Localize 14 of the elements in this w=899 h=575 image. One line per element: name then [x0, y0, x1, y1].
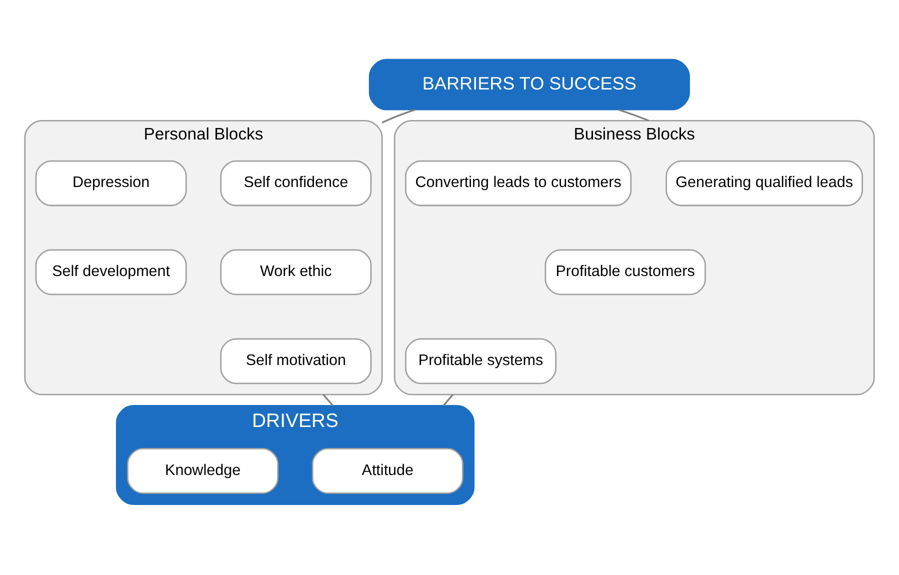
connector: [322, 394, 334, 406]
node-box: Self motivation: [220, 338, 372, 384]
node-box: Depression: [35, 160, 187, 206]
node-box: BARRIERS TO SUCCESS: [368, 58, 690, 110]
node-box: Self confidence: [220, 160, 372, 206]
node-box: Attitude: [312, 448, 464, 494]
node-box: Work ethic: [220, 249, 372, 296]
node-box: Knowledge: [127, 448, 279, 494]
node-box: Self development: [35, 249, 187, 296]
node-box: Profitable systems: [405, 338, 557, 384]
node-box: Converting leads to customers: [405, 160, 632, 206]
node-box: Generating qualified leads: [666, 160, 863, 206]
node-box: Profitable customers: [544, 249, 706, 296]
connector: [442, 394, 454, 406]
